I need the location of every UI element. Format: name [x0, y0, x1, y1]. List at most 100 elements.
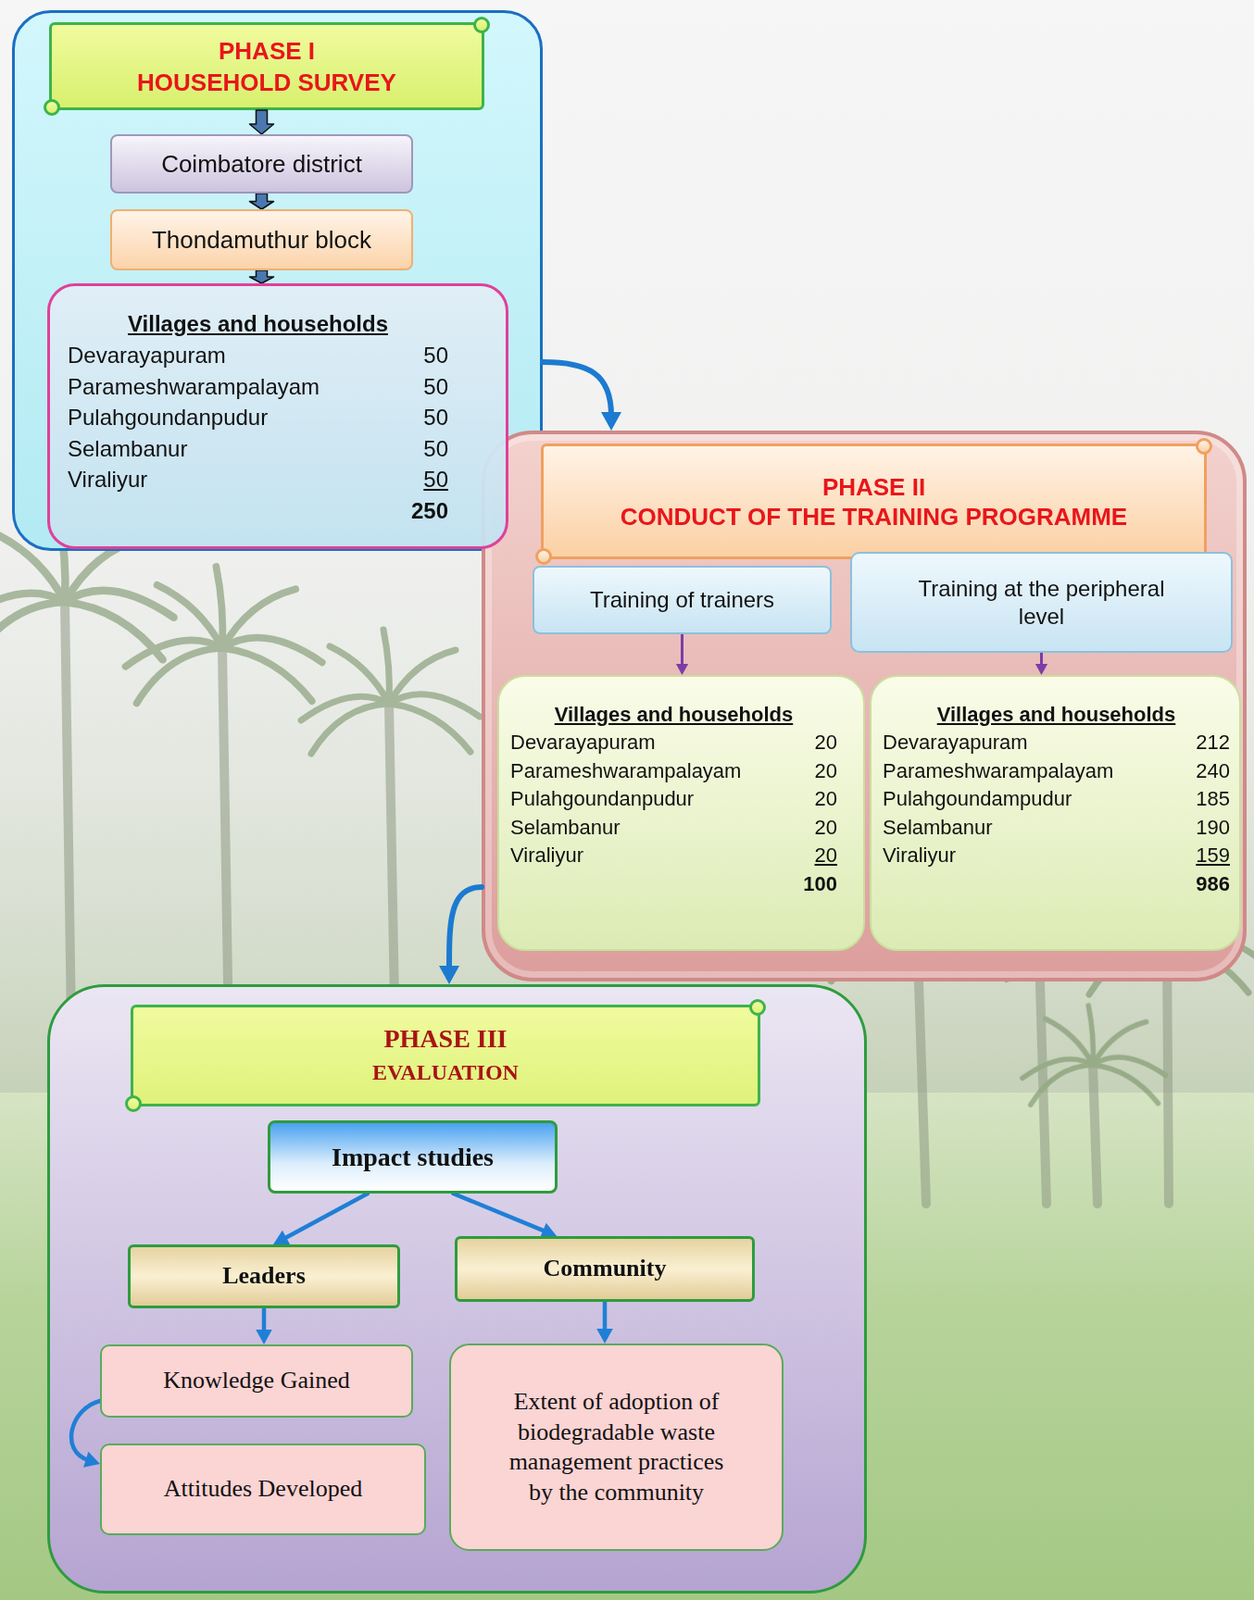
box-label: Training of trainers [589, 586, 775, 615]
box-label: Community [543, 1254, 667, 1285]
household-count: 185 [1195, 785, 1230, 815]
village-name: Parameshwarampalayam [882, 757, 1187, 787]
household-count: 50 [411, 371, 449, 403]
phase-banner: PHASE IHOUSEHOLD SURVEY [49, 22, 485, 111]
household-count: 212 [1195, 728, 1230, 758]
household-count: 20 [802, 785, 838, 815]
process-box: Impact studies [267, 1120, 558, 1194]
box-label: Knowledge Gained [163, 1366, 350, 1397]
scroll-curl [125, 1095, 142, 1113]
scroll-curl [535, 548, 552, 565]
household-count: 50 [411, 433, 449, 465]
village-name: Selambanur [882, 814, 1187, 843]
group-box: Leaders [127, 1244, 401, 1309]
connector-line [602, 1302, 608, 1332]
household-count: 20 [802, 814, 838, 843]
connector-arrow [1035, 652, 1048, 676]
village-name: Pulahgoundanpudur [67, 401, 402, 434]
village-name: Parameshwarampalayam [67, 371, 402, 403]
household-count: 50 [411, 339, 449, 372]
village-name: Viraliyur [882, 841, 1187, 871]
banner-arrow [250, 110, 275, 135]
connector-arrow [250, 193, 275, 210]
arrowhead [539, 1223, 557, 1239]
scroll-curl [473, 16, 490, 34]
total-count: 250 [411, 495, 449, 527]
phase-panel: PHASE IICONDUCT OF THE TRAINING PROGRAMM… [481, 430, 1247, 982]
village-name: Pulahgoundanpudur [510, 785, 794, 815]
village-name: Selambanur [510, 814, 794, 843]
palm-trees [0, 513, 1254, 1204]
village-name: Selambanur [67, 433, 402, 465]
arrowhead [83, 1452, 101, 1468]
village-name: Pulahgoundampudur [882, 785, 1187, 815]
connector-arrow [250, 270, 275, 284]
connector-line [452, 1193, 546, 1232]
connector-arrow [71, 1401, 101, 1468]
table-grid: Devarayapuram 212Parameshwarampalayam 240P… [882, 728, 1230, 900]
arrowhead [676, 664, 689, 676]
connector-line [542, 362, 612, 416]
village-table: Villages and householdsDevarayapuram20Pa… [497, 675, 866, 952]
total-count: 986 [1195, 870, 1230, 900]
table-heading: Villages and households [67, 308, 449, 340]
village-name: Viraliyur [510, 841, 794, 871]
connector-line [71, 1401, 101, 1461]
box-label: Extent of adoption of biodegradable wast… [500, 1387, 733, 1508]
phase-banner: PHASE IIIEVALUATION [130, 1004, 761, 1107]
phase-title: PHASE II [822, 472, 926, 502]
palm-crown [1022, 1005, 1166, 1105]
connector-arrow [438, 887, 482, 985]
phase-title: CONDUCT OF THE TRAINING PROGRAMME [620, 501, 1128, 532]
village-name: Devarayapuram [510, 728, 794, 758]
phase-title: EVALUATION [372, 1055, 519, 1091]
phase-title: PHASE I [218, 35, 315, 67]
connector-arrow [676, 634, 689, 676]
palm-trunk [1092, 1065, 1098, 1204]
box-label: Attitudes Developed [163, 1474, 363, 1505]
box-label: Leaders [222, 1261, 306, 1292]
village-name: Parameshwarampalayam [510, 757, 794, 787]
group-box: Community [454, 1236, 755, 1303]
table-heading: Villages and households [882, 701, 1230, 729]
phase-banner: PHASE IICONDUCT OF THE TRAINING PROGRAMM… [540, 443, 1207, 560]
household-count: 50 [411, 401, 449, 434]
household-count: 190 [1195, 814, 1230, 843]
scroll-curl [749, 999, 766, 1016]
arrowhead [1035, 664, 1048, 676]
outcome-box: Attitudes Developed [100, 1443, 427, 1536]
connector-line [283, 1193, 368, 1240]
outcome-box: Extent of adoption of biodegradable wast… [449, 1343, 784, 1552]
box-label: Training at the peripheral level [898, 575, 1185, 631]
village-name: Viraliyur [67, 463, 402, 496]
connector-arrow [255, 1308, 273, 1345]
block-arrow [250, 270, 275, 284]
connector-arrow [452, 1193, 557, 1239]
process-box: Thondamuthur block [110, 209, 414, 271]
household-count: 20 [802, 728, 838, 758]
household-count: 240 [1195, 757, 1230, 787]
arrowhead [438, 965, 460, 985]
scroll-curl [43, 99, 61, 116]
connector-arrow [273, 1193, 368, 1245]
arrowhead [601, 412, 622, 431]
box-label: Coimbatore district [161, 149, 363, 180]
village-table: Villages and householdsDevarayapuram50Pa… [47, 283, 509, 550]
connector-line [449, 887, 482, 970]
phase-title: PHASE III [383, 1021, 507, 1056]
table-grid: Devarayapuram20Parameshwarampalayam20Pul… [510, 728, 838, 900]
connector-arrow [542, 362, 622, 431]
process-box: Coimbatore district [110, 134, 414, 194]
connector-line [1040, 652, 1043, 666]
outcome-box: Knowledge Gained [100, 1344, 414, 1418]
process-box: Training at the peripheral level [850, 551, 1233, 653]
household-count: 20 [802, 757, 838, 787]
connector-arrow [596, 1302, 614, 1344]
arrowhead [273, 1230, 290, 1245]
box-label: Impact studies [331, 1141, 494, 1174]
phase-panel: PHASE IIIEVALUATION Impact studiesLeaders… [47, 984, 867, 1594]
village-name: Devarayapuram [882, 728, 1187, 758]
household-count: 159 [1195, 841, 1230, 871]
